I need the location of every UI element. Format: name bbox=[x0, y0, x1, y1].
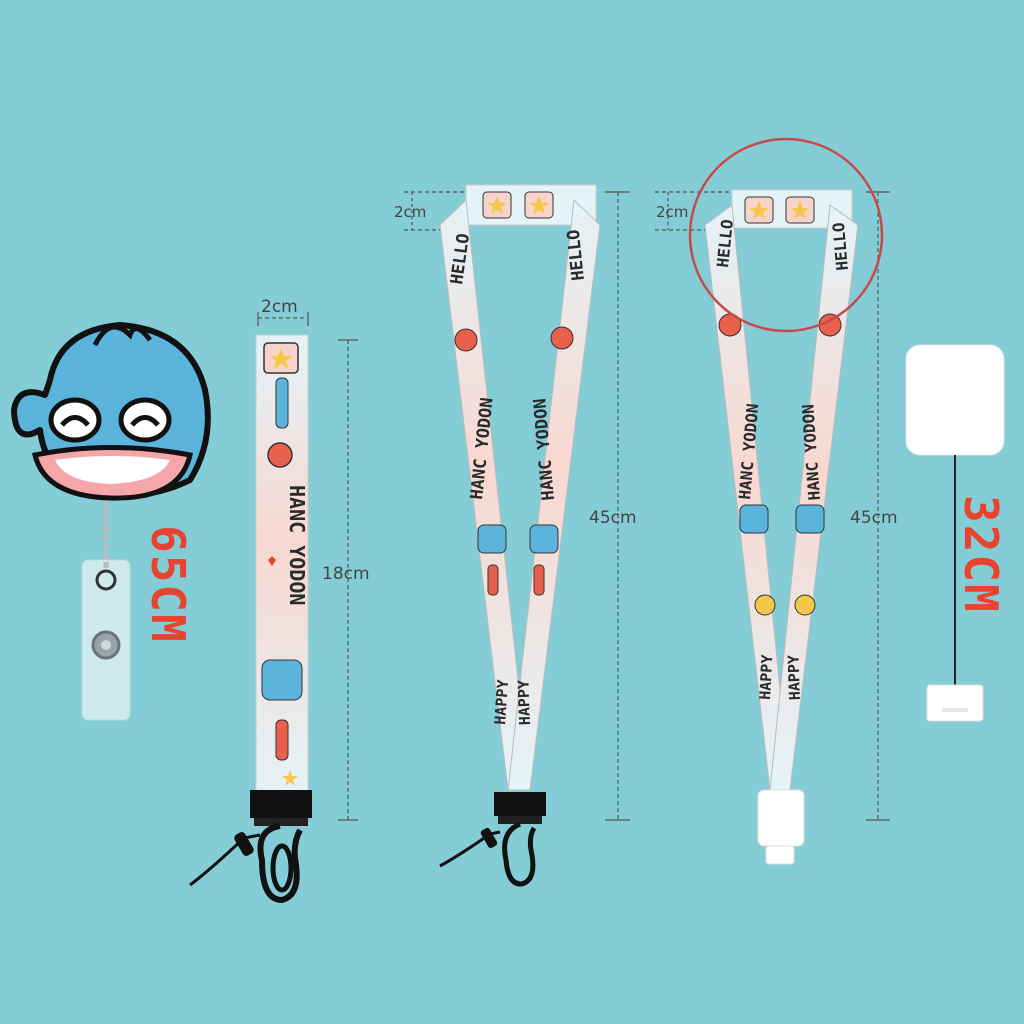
safety-buckle bbox=[757, 789, 805, 847]
reel-card bbox=[905, 344, 1005, 456]
retractable-reel bbox=[905, 344, 1005, 722]
neck-lanyard-2: HELLO HELLO HANC YODON HANC YODON HAPPY … bbox=[655, 137, 890, 865]
lanyard1-left-text-happy: HAPPY bbox=[491, 679, 512, 725]
wrist-length-label: 18cm bbox=[322, 564, 370, 584]
wrist-lanyard: HANC YODON bbox=[189, 312, 358, 904]
reel-length-label: 32CM bbox=[954, 495, 1008, 614]
lanyard2-width-label: 2cm bbox=[656, 203, 689, 221]
lanyard2-right-text-hello: HELLO bbox=[829, 222, 852, 272]
neck-lanyard-1: HELLO HELLO HANC YODON HANC YODON HAPPY … bbox=[404, 184, 630, 887]
lanyard1-length-label: 45cm bbox=[589, 508, 637, 528]
hangyodon-head-icon bbox=[11, 322, 211, 501]
lobster-clasp bbox=[257, 823, 303, 904]
detail-highlight-circle bbox=[688, 137, 884, 333]
lanyard1-width-label: 2cm bbox=[394, 203, 427, 221]
reel-end-clip bbox=[926, 684, 984, 722]
lanyard2-right-text-happy: HAPPY bbox=[784, 655, 804, 701]
strap-clamp bbox=[250, 790, 312, 818]
lanyard1-right-text-happy: HAPPY bbox=[514, 680, 534, 726]
wrist-print-text: HANC YODON bbox=[285, 485, 309, 605]
split-ring bbox=[95, 569, 117, 591]
badge-reel-length-label: 65CM bbox=[141, 525, 195, 644]
lanyard2-left-text-happy: HAPPY bbox=[756, 654, 776, 700]
badge-reel bbox=[11, 322, 211, 721]
lanyard2-left-text-hello: HELLO bbox=[713, 219, 737, 269]
wrist-width-label: 2cm bbox=[261, 297, 298, 317]
lanyard2-length-label: 45cm bbox=[850, 508, 898, 528]
